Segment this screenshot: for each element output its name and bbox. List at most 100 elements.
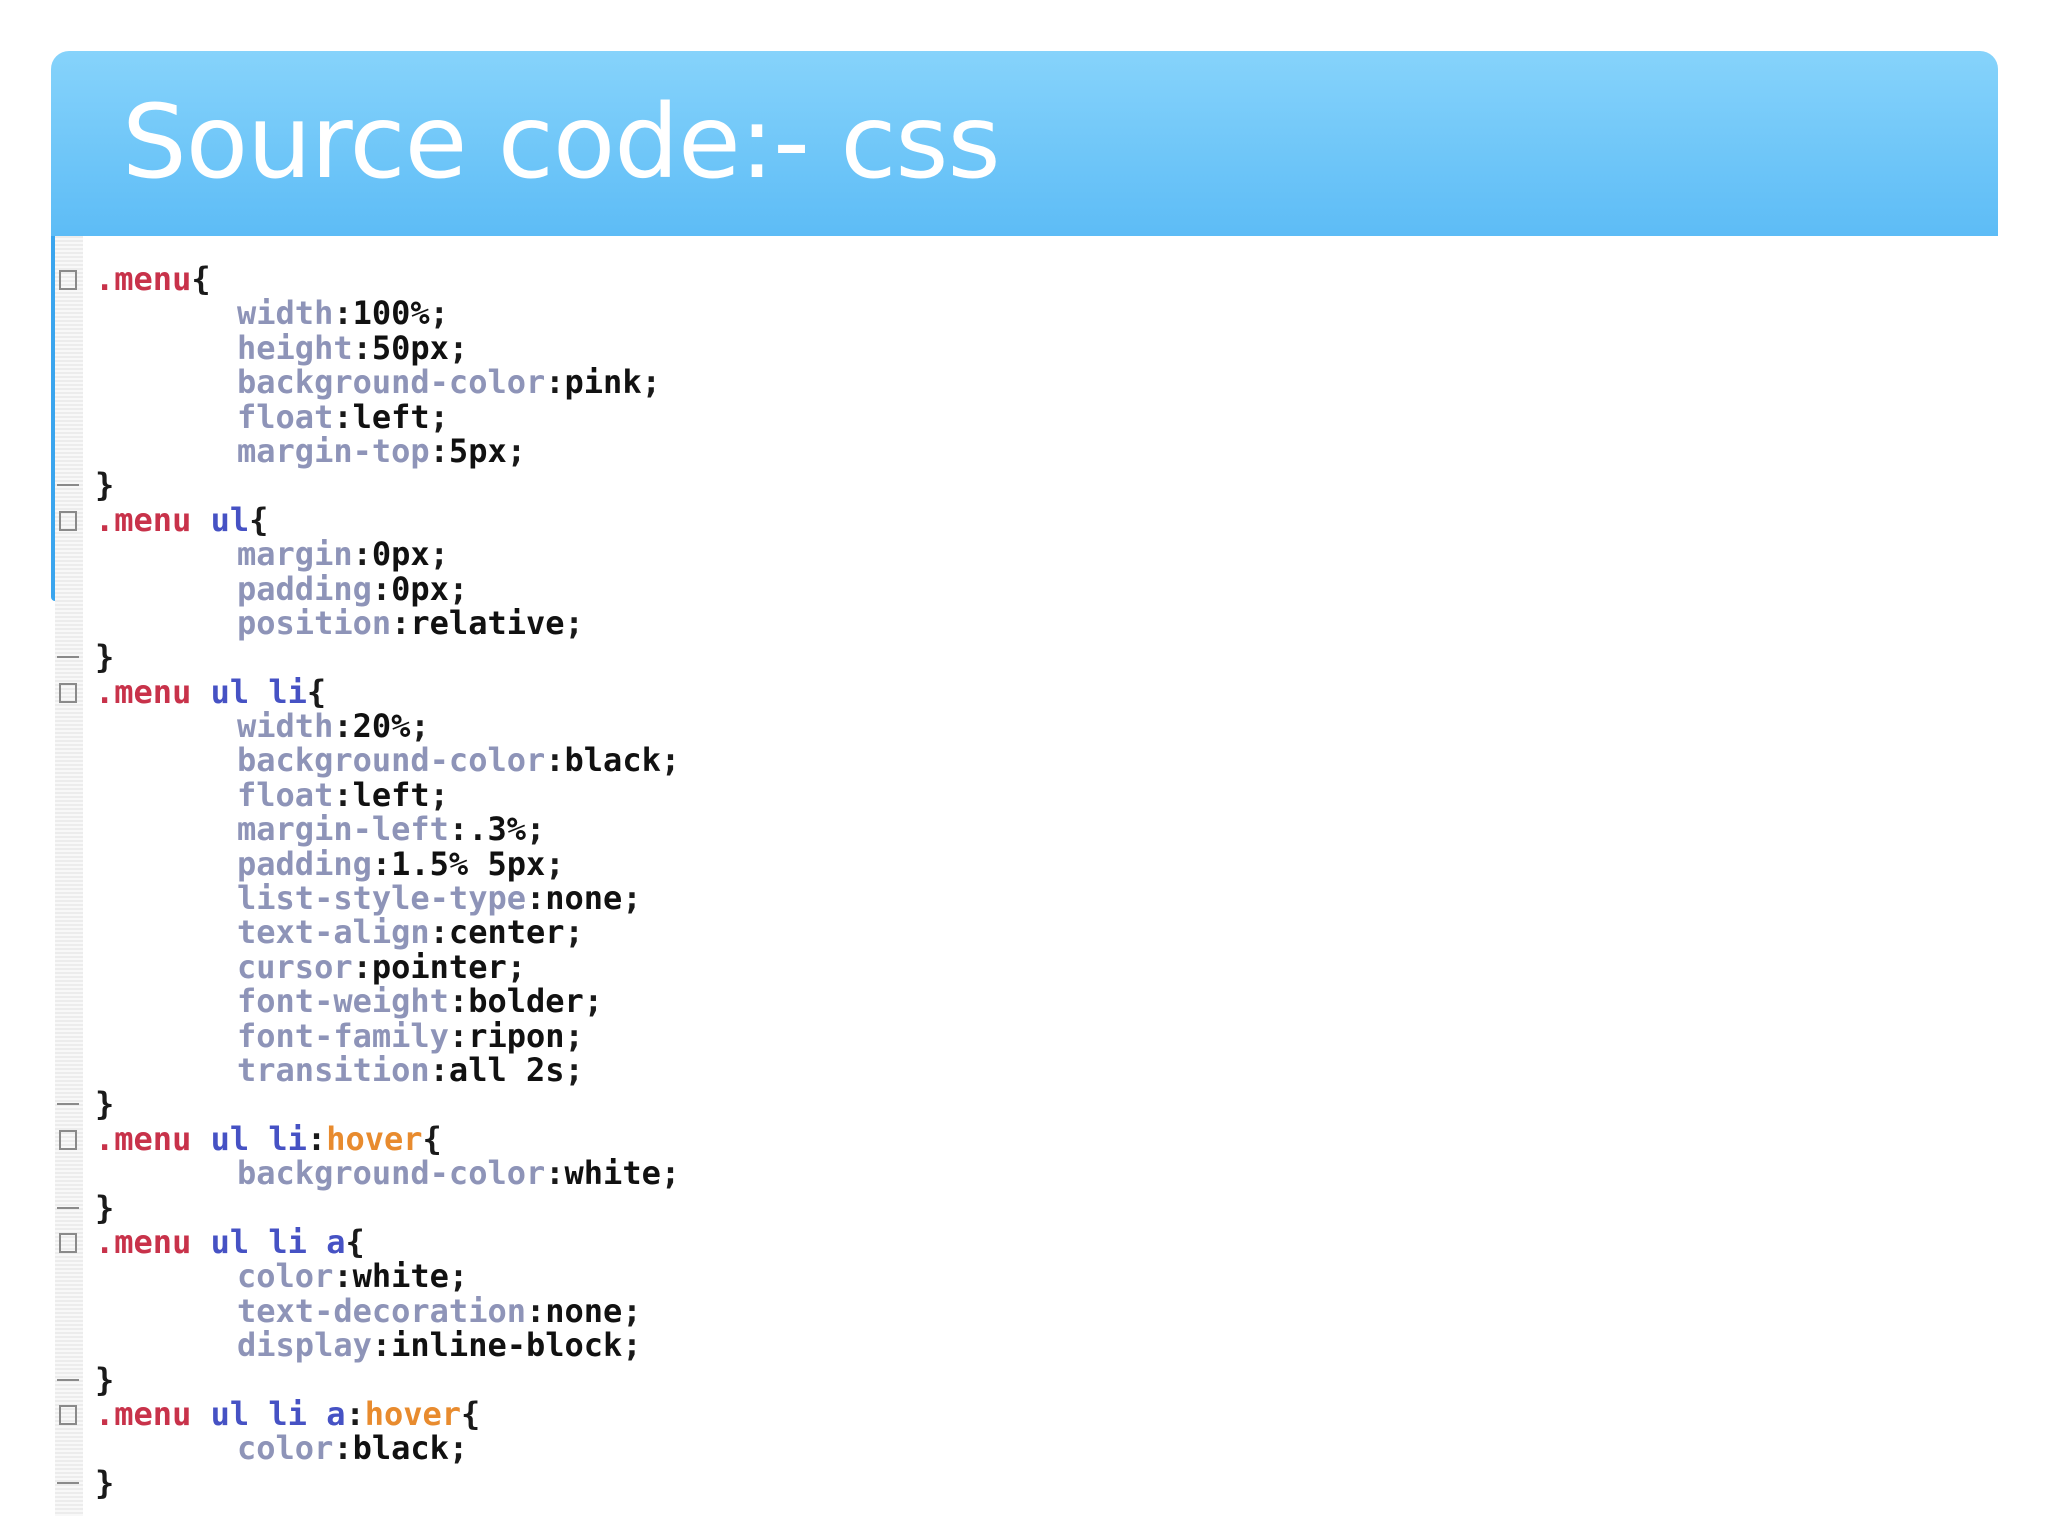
css-value: 20% <box>352 707 411 746</box>
title-banner <box>51 51 1998 236</box>
code-line: font-weight:bolder; <box>237 982 604 1021</box>
fold-expanded-icon[interactable] <box>59 1129 77 1150</box>
css-property: font-family <box>237 1016 449 1055</box>
css-value: pink <box>564 363 642 402</box>
css-value: 5px <box>448 431 507 470</box>
css-value: white <box>564 1154 661 1193</box>
css-tag-selector: ul li a <box>210 1394 346 1433</box>
css-value: left <box>352 775 430 814</box>
fold-end-marker <box>57 1103 79 1106</box>
brace-close: } <box>95 638 115 677</box>
code-line: height:50px; <box>237 328 469 367</box>
css-property: background-color <box>237 1154 546 1193</box>
css-property: background-color <box>237 741 546 780</box>
css-pseudo-class: hover <box>326 1119 423 1158</box>
css-property: float <box>237 775 334 814</box>
code-line: position:relative; <box>237 603 584 642</box>
brace-open: { <box>345 1222 365 1261</box>
css-property: padding <box>237 569 372 608</box>
code-line: width:100%; <box>237 294 449 333</box>
css-property: float <box>237 397 334 436</box>
code-line: cursor:pointer; <box>237 947 526 986</box>
fold-end-marker <box>57 484 79 487</box>
code-line: background-color:pink; <box>237 363 661 402</box>
fold-expanded-icon[interactable] <box>59 510 77 531</box>
css-property: list-style-type <box>237 879 526 918</box>
css-value: all 2s <box>448 1050 565 1089</box>
css-value: pointer <box>371 947 507 986</box>
css-property: cursor <box>237 947 353 986</box>
code-line: } <box>55 1085 1105 1124</box>
css-value: none <box>545 879 623 918</box>
banner-accent-line <box>51 236 55 601</box>
css-value: inline-block <box>391 1326 623 1365</box>
css-value: 0px <box>391 569 449 608</box>
css-property: width <box>237 294 334 333</box>
css-value: 100% <box>352 294 430 333</box>
code-line: width:20%; <box>237 707 430 746</box>
css-tag-selector: ul <box>210 500 250 539</box>
css-property: position <box>237 603 392 642</box>
css-value: none <box>545 1291 623 1330</box>
code-gutter <box>55 236 83 1516</box>
code-line: .menu ul li a:hover{ <box>55 1397 1105 1431</box>
fold-expanded-icon[interactable] <box>59 682 77 703</box>
code-line: background-color:white; <box>237 1154 681 1193</box>
css-property: text-decoration <box>237 1291 526 1330</box>
code-line: } <box>55 1188 1105 1227</box>
brace-close: } <box>95 1188 115 1227</box>
brace-close: } <box>95 1085 115 1124</box>
fold-expanded-icon[interactable] <box>59 1404 77 1425</box>
css-value: center <box>448 913 565 952</box>
code-screenshot: .menu{ width:100%; height:50px; backgrou… <box>55 236 1105 1536</box>
code-line: text-align:center; <box>237 913 584 952</box>
css-tag-selector: ul li <box>210 1119 307 1158</box>
code-lines: .menu{ width:100%; height:50px; backgrou… <box>55 262 1105 1500</box>
css-value: .3% <box>468 810 526 849</box>
css-property: height <box>237 328 353 367</box>
css-property: color <box>237 1429 334 1468</box>
css-value: black <box>564 741 661 780</box>
css-selector: .menu <box>95 500 192 539</box>
brace-open: { <box>191 260 211 298</box>
css-property: margin-left <box>237 810 449 849</box>
code-line: .menu{ <box>55 262 1105 296</box>
css-property: margin-top <box>237 431 430 470</box>
code-line: margin-top:5px; <box>237 431 526 470</box>
code-line: } <box>55 1463 1105 1502</box>
css-selector: .menu <box>95 1119 192 1158</box>
code-line: font-family:ripon; <box>237 1016 584 1055</box>
code-line: color:white; <box>237 1257 469 1296</box>
code-line: .menu ul{ <box>55 503 1105 537</box>
code-line: color:black; <box>237 1429 469 1468</box>
code-line: } <box>55 640 1105 674</box>
fold-end-marker <box>57 1206 79 1209</box>
code-line: margin:0px; <box>237 535 449 574</box>
code-line: } <box>55 1362 1105 1397</box>
code-line: padding:1.5% 5px; <box>237 844 565 883</box>
code-line: background-color:black; <box>237 741 681 780</box>
slide-title: Source code:- css <box>122 83 1001 202</box>
css-tag-selector: ul li a <box>210 1222 346 1261</box>
fold-end-marker <box>57 1378 79 1381</box>
css-value: 1.5% 5px <box>391 844 546 883</box>
css-value: 0px <box>371 535 430 574</box>
brace-open: { <box>461 1394 481 1433</box>
code-line: .menu ul li{ <box>55 672 1105 711</box>
fold-expanded-icon[interactable] <box>59 270 77 290</box>
css-property: font-weight <box>237 982 449 1021</box>
code-line: float:left; <box>237 397 449 436</box>
code-line: margin-left:.3%; <box>237 810 546 849</box>
css-value: 50px <box>371 328 449 367</box>
brace-close: } <box>95 1463 115 1502</box>
css-selector: .menu <box>95 672 192 711</box>
code-line: transition:all 2s; <box>237 1050 584 1089</box>
fold-expanded-icon[interactable] <box>59 1232 77 1253</box>
fold-end-marker <box>57 656 79 659</box>
css-value: white <box>352 1257 449 1296</box>
css-tag-selector: ul li <box>210 672 307 711</box>
css-selector: .menu <box>95 260 192 298</box>
css-property: margin <box>237 535 353 574</box>
css-value: left <box>352 397 430 436</box>
